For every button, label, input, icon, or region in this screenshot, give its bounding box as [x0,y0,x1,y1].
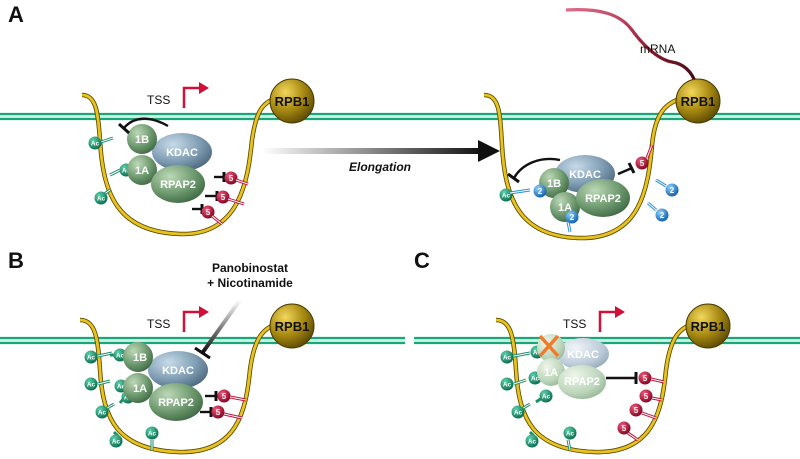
integrator-complex-b: KDAC 1B 1A RPAP2 [123,342,208,421]
ac-mark: Ac [91,141,100,148]
ac-marks-c: Ac Ac Ac Ac Ac Ac Ac Ac [500,345,577,451]
rpap2-label: RPAP2 [564,376,600,388]
subunit-1a-label: 1A [544,367,558,379]
ser5-mark: 5 [206,208,211,217]
kdac-label: KDAC [567,349,599,361]
subunit-1b-label: 1B [135,134,149,146]
subunit-1a-label: 1A [133,383,147,395]
rpb1-b: RPB1 [269,303,315,349]
rpap2-label: RPAP2 [160,179,196,191]
rpap2-label: RPAP2 [585,193,621,205]
tss-arrow-a-left [182,82,209,108]
ser5-mark: 5 [221,193,226,202]
rpap2-label: RPAP2 [158,397,194,409]
mrna-strand [565,8,698,85]
ser5-mark: 5 [222,392,227,401]
rpb1-label-a-right: RPB1 [681,94,716,109]
panel-label-c: C [414,248,430,273]
panel-label-a: A [8,2,24,27]
inhibition-arc-a-right [512,157,561,179]
ser5-marks-a-right: 5 [617,144,654,176]
elongation-arrow [262,140,500,162]
ac-mark: Ac [148,431,157,438]
ac-mark: Ac [112,439,121,446]
dna-strand-bottom-b [0,336,405,345]
ac-marks-a-right: Ac [499,188,513,202]
kdac-label: KDAC [162,365,194,377]
ac-mark: Ac [122,168,131,175]
kdac-label: KDAC [166,147,198,159]
ac-mark: Ac [533,350,542,357]
ser2-mark: 2 [670,186,675,195]
ac-mark: Ac [117,384,126,391]
rpb1-label-a-left: RPB1 [275,94,310,109]
drug-label-line2: + Nicotinamide [207,276,293,290]
rpb1-c: RPB1 [685,303,731,349]
subunit-1b-label: 1B [133,352,147,364]
dna-strand-top [0,112,800,121]
tss-arrow-c [598,306,625,332]
subunit-1b-label: 1B [547,178,561,190]
ac-mark: Ac [542,394,551,401]
ac-mark: Ac [87,382,96,389]
rpb1-a-left: RPB1 [269,78,315,124]
ac-mark: Ac [116,353,125,360]
ser5-mark: 5 [622,424,627,433]
inhibition-line-c [606,372,638,384]
panel-label-b: B [8,248,24,273]
ser5-mark: 5 [644,392,649,401]
kdac-label: KDAC [569,169,601,181]
ac-mark: Ac [503,355,512,362]
ser5-mark: 5 [229,174,234,183]
rpb1-label-b: RPB1 [275,319,310,334]
ser5-mark: 5 [643,374,648,383]
tss-label-a-left: TSS [147,93,170,107]
ser5-marks-c: 5 5 5 5 [617,371,665,442]
ser5-marks-a-left: 5 5 5 [192,171,249,226]
panel-b: TSS RPB1 Panobinostat + Nicotinamide Ac … [0,261,405,455]
rpb1-a-right: RPB1 [675,78,721,124]
ac-mark: Ac [566,431,575,438]
subunit-1a-label: 1A [135,165,149,177]
tss-label-c: TSS [563,317,586,331]
dna-strand-bottom-c [414,336,800,345]
subunit-1a-label: 1A [558,202,572,214]
ser5-mark: 5 [640,159,645,168]
ac-mark: Ac [98,410,107,417]
ser2-mark: 2 [660,211,665,220]
drug-label-line1: Panobinostat [212,261,288,275]
integrator-complex-a-right: KDAC 1B 1A RPAP2 [539,155,630,222]
ser5-mark: 5 [216,408,221,417]
inhibition-arc-a-left [123,117,169,129]
mrna-label: mRNA [640,42,675,56]
ser2-mark: 2 [538,187,543,196]
ser2-marks-a-right: 2 2 2 2 [509,178,679,233]
drug-inhibition-line [194,298,242,360]
rpb1-label-c: RPB1 [691,319,726,334]
ac-mark: Ac [87,355,96,362]
inhibition-x-icon [538,334,560,358]
elongation-label: Elongation [349,160,411,174]
panel-c: TSS RPB1 Ac Ac Ac Ac Ac Ac [414,303,800,455]
ser5-marks-b: 5 5 [200,389,247,420]
ac-mark: Ac [502,193,511,200]
ac-mark: Ac [528,439,537,446]
ac-mark: Ac [97,196,106,203]
tss-label-b: TSS [147,317,170,331]
ac-mark: Ac [531,376,540,383]
ser5-mark: 5 [634,406,639,415]
ac-mark: Ac [503,382,512,389]
panel-a: TSS RPB1 Ac Ac Ac KDAC 1B [0,8,800,241]
ac-mark: Ac [514,410,523,417]
integrator-complex-a-left: KDAC 1B 1A RPAP2 [127,124,212,203]
ser2-mark: 2 [570,213,575,222]
tss-arrow-b [182,306,209,332]
